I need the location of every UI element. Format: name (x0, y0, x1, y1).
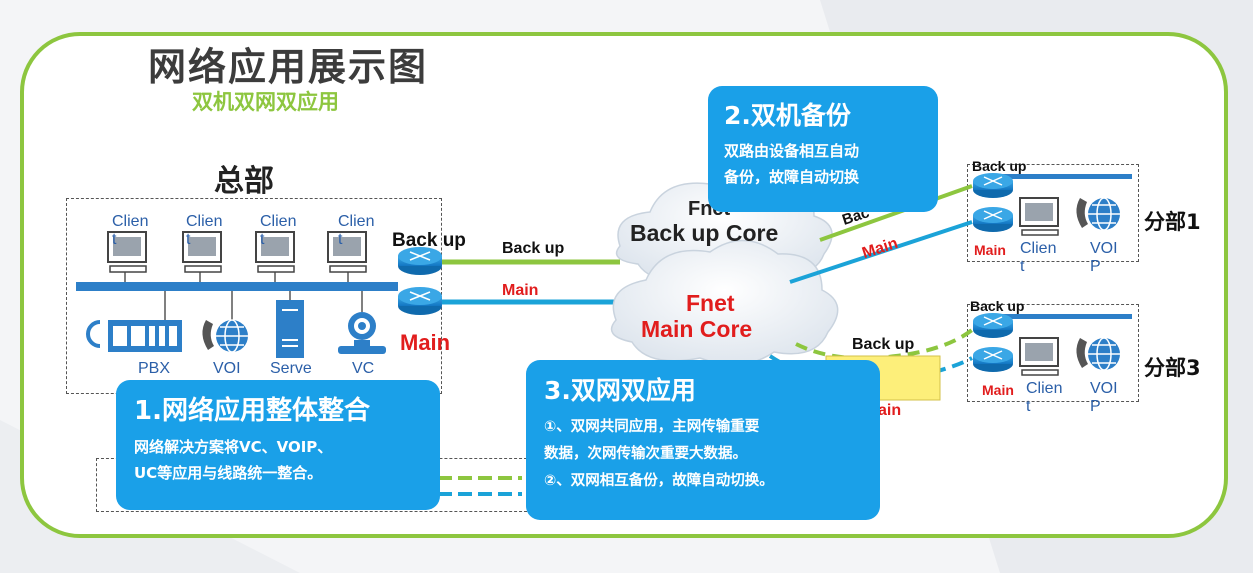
callout-3-body-2: 数据，次网传输次重要大数据。 (544, 446, 747, 462)
page-subtitle: 双机双网双应用 (192, 90, 339, 114)
branch1-router-backup (973, 173, 1013, 198)
hq-client-monitor-4 (327, 231, 367, 273)
hq-router-backup (398, 247, 442, 275)
branch3-router-backup (973, 313, 1013, 338)
hq-backup-link-label: Back up (502, 240, 565, 257)
callout-overall-integration: 1.网络应用整体整合 网络解决方案将VC、VOIP、 UC等应用与线路统一整合。 (116, 380, 440, 510)
branch3-router-main (973, 347, 1013, 372)
branch1-label: 分部1 (1144, 210, 1201, 234)
hq-client-label-4: Clien t (338, 213, 375, 248)
hq-client-monitor-3 (255, 231, 295, 273)
hq-client-label-3: Clien t (260, 213, 297, 248)
page-title: 网络应用展示图 (148, 45, 429, 89)
branch3-bus (996, 314, 1132, 319)
branch3-voip-icon (1076, 337, 1120, 371)
vc-camera-icon (338, 312, 386, 354)
branch1-box (967, 164, 1139, 262)
hq-voip-label: VOI (213, 360, 241, 377)
branch3-main-link-label: ain (878, 402, 902, 419)
branch1-client-label: Clien t (1020, 240, 1057, 275)
hq-lan-bus (76, 282, 398, 291)
callout-2-body-2: 备份，故障自动切换 (724, 168, 860, 186)
callout-3-title: 3.双网双应用 (544, 376, 696, 405)
branch1-backup-link (819, 184, 973, 242)
pbx-label: PBX (138, 360, 171, 377)
hq-voip-icon (202, 319, 248, 353)
branch3-backup-label: Back up (970, 298, 1025, 314)
branch1-bus (996, 174, 1132, 179)
pbx-icon (86, 320, 182, 352)
branch1-client-monitor (1019, 197, 1059, 236)
server-label: Serve (270, 360, 312, 377)
callout-3-body-3: ②、双网相互备份，故障自动切换。 (544, 473, 774, 489)
main-core-label: Main Core (641, 316, 753, 342)
hq-client-drops (124, 272, 363, 320)
callout-1-body-1: 网络解决方案将VC、VOIP、 (134, 438, 333, 456)
branch1-main-label: Main (974, 242, 1006, 258)
hq-router-backup-label: Back up (392, 230, 466, 251)
main-core-top-label: Fnet (686, 290, 735, 316)
branch3-label: 分部3 (1144, 356, 1201, 380)
branch3-main-link (768, 354, 973, 387)
callout-1-title: 1.网络应用整体整合 (134, 396, 370, 426)
branch1-voip-icon (1076, 197, 1120, 231)
branch3-client-monitor (1019, 337, 1059, 376)
hq-main-link-label: Main (502, 282, 539, 299)
callout-dual-device-backup: 2.双机备份 双路由设备相互自动 备份，故障自动切换 (708, 86, 938, 212)
callout-3-body-1: ①、双网共同应用，主网传输重要 (544, 419, 760, 435)
hq-client-monitor-2 (182, 231, 222, 273)
branch3-box (967, 304, 1139, 402)
branch1-router-main (973, 207, 1013, 232)
server-icon (276, 300, 304, 358)
branch3-voip-label: VOI P (1090, 380, 1118, 415)
branch3-main-label: Main (982, 382, 1014, 398)
vc-label: VC (352, 360, 375, 377)
hq-router-main-label: Main (400, 330, 451, 355)
callout-dual-network: 3.双网双应用 ①、双网共同应用，主网传输重要 数据，次网传输次重要大数据。 ②… (526, 360, 880, 520)
branch1-voip-label: VOI P (1090, 240, 1118, 275)
hq-client-label-1: Clien t (112, 213, 149, 248)
branch1-main-link (789, 220, 973, 284)
hq-client-label-2: Clien t (186, 213, 223, 248)
callout-1-body-2: UC等应用与线路统一整合。 (134, 464, 323, 482)
backup-core-label: Back up Core (630, 220, 779, 246)
hq-router-main (398, 287, 442, 315)
callout-2-body-1: 双路由设备相互自动 (724, 142, 860, 160)
callout-2-title: 2.双机备份 (724, 101, 851, 130)
branch1-backup-label: Back up (972, 158, 1027, 174)
headquarters-label: 总部 (214, 164, 274, 199)
branch3-client-label: Clien t (1026, 380, 1063, 415)
branch3-backup-link-label: Back up (852, 336, 915, 353)
hq-client-monitor-1 (107, 231, 147, 273)
